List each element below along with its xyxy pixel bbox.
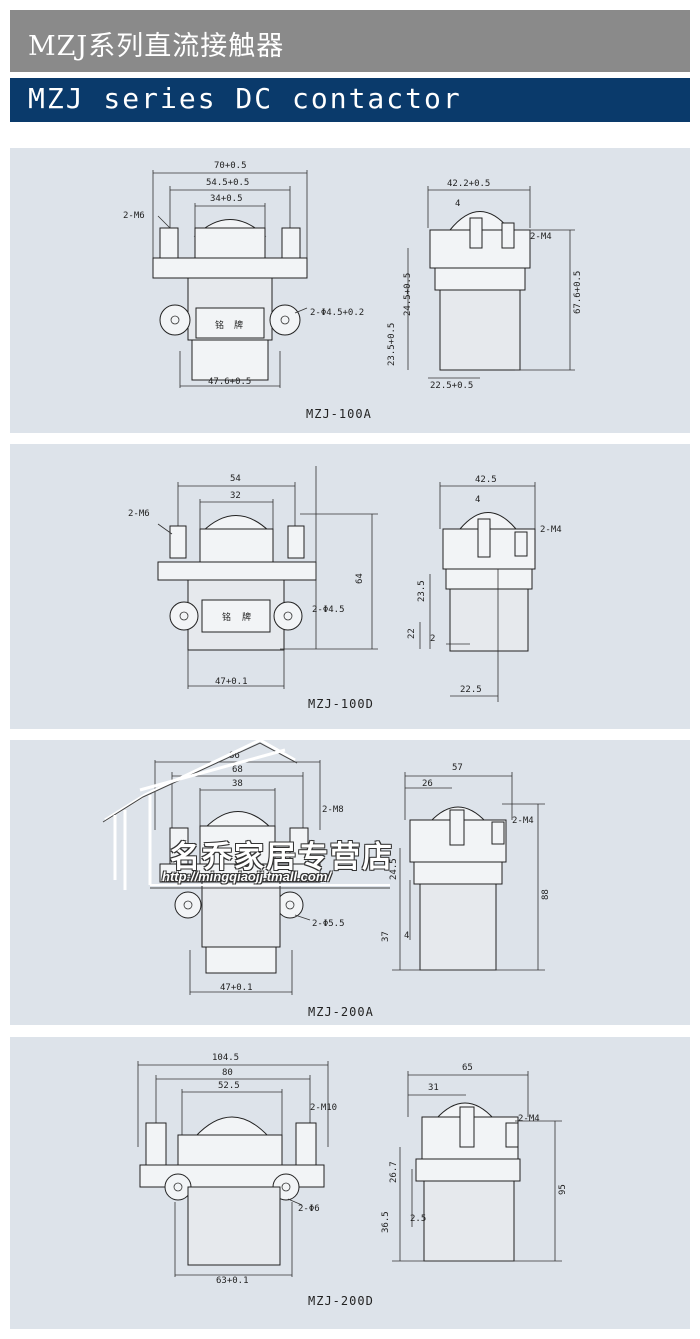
model-caption: MZJ-200D	[308, 1294, 374, 1308]
dim-label: 54.5+0.5	[206, 178, 249, 188]
side-view: 42.5 4 2-M4 23.5 22 2 22.5	[407, 475, 562, 702]
title-chinese: MZJ系列直流接触器	[28, 31, 285, 62]
dim-label: 4	[475, 495, 480, 505]
dim-label: 2-Φ4.5+0.2	[310, 308, 364, 318]
dim-label: 42.2+0.5	[447, 179, 490, 189]
side-view	[392, 1071, 562, 1262]
dim-label: 65	[462, 1063, 473, 1073]
dim-label: 52.5	[218, 1081, 240, 1091]
side-view: 42.2+0.5 4 2-M4 24.5+0.5 67.6+0.5 23.5+0…	[387, 179, 583, 391]
dim-label: 86	[229, 751, 240, 761]
nameplate-label: 牌	[234, 319, 243, 331]
dim-label: 26.7	[389, 1161, 399, 1183]
dim-label: 47+0.1	[220, 983, 253, 993]
diagram-mzj-200d: 104.5 80 52.5 2-M10 2-Φ6 63+0.1 65 31 2-…	[137, 1053, 568, 1308]
nameplate-label: 铭	[222, 611, 231, 623]
dim-label: 2.5	[410, 1214, 426, 1224]
dim-label: 54	[230, 474, 241, 484]
dim-label: 2-M6	[123, 211, 145, 221]
dim-label: 38	[232, 779, 243, 789]
dim-label: 64	[355, 573, 365, 584]
front-view: 54 32 2-M6 64 2-Φ4.5 铭 牌 47+0.1	[128, 466, 378, 689]
dim-label: 67.6+0.5	[573, 271, 583, 314]
dim-label: 4	[455, 199, 460, 209]
dim-label: 32	[230, 491, 241, 501]
front-view: 86 68 38 2-M8 2-Φ5.5 47+0.1 57 26 2-M4 2…	[154, 751, 551, 995]
dim-label: 2	[430, 634, 435, 644]
dim-label: 31	[428, 1083, 439, 1093]
dim-label: 47+0.1	[215, 677, 248, 687]
dim-label: 2-M4	[512, 816, 534, 826]
diagram-panel-mzj-200d: 104.5 80 52.5 2-M10 2-Φ6 63+0.1 65 31 2-…	[10, 1037, 690, 1329]
dim-label: 57	[452, 763, 463, 773]
dim-label: 34+0.5	[210, 194, 243, 204]
dim-label: 26	[422, 779, 433, 789]
dim-label: 2-M4	[540, 525, 562, 535]
dim-label: 4	[404, 931, 409, 941]
title-bar-chinese: MZJ系列直流接触器	[10, 10, 690, 72]
dim-label: 95	[558, 1184, 568, 1195]
dim-label: 2-M6	[128, 509, 150, 519]
dim-label: 36.5	[381, 1211, 391, 1233]
watermark-url: http://mingqiaojj.tmall.com/	[162, 869, 331, 884]
title-bar-english: MZJ series DC contactor	[10, 78, 690, 122]
nameplate-label: 铭	[215, 319, 224, 331]
dim-label: 2-Φ5.5	[312, 919, 345, 929]
dim-label: 2-M4	[530, 232, 552, 242]
dim-label: 23.5+0.5	[387, 323, 397, 366]
dim-label: 68	[232, 765, 243, 775]
dim-label: 88	[541, 889, 551, 900]
dim-label: 24.5	[389, 858, 399, 880]
dim-label: 63+0.1	[216, 1276, 249, 1286]
diagram-mzj-100a: 70+0.5 54.5+0.5 34+0.5 2-M6 2-Φ4.5+0.2 铭…	[123, 161, 583, 421]
dim-label: 22.5+0.5	[430, 381, 473, 391]
dim-label: 2-M8	[322, 805, 344, 815]
dim-label: 37	[381, 931, 391, 942]
dim-label: 80	[222, 1068, 233, 1078]
dim-label: 2-Φ4.5	[312, 605, 345, 615]
dim-label: 23.5	[417, 580, 427, 602]
watermark-shop-name: 名乔家居专营店	[170, 841, 394, 874]
diagram-panel-mzj-100d: 54 32 2-M6 64 2-Φ4.5 铭 牌 47+0.1 42.5 4	[10, 444, 690, 729]
dim-label: 2-M4	[518, 1114, 540, 1124]
model-caption: MZJ-200A	[308, 1005, 374, 1019]
dim-label: 24.5+0.5	[403, 273, 413, 316]
front-view	[137, 1061, 329, 1277]
diagram-panel-mzj-200a: 86 68 38 2-M8 2-Φ5.5 47+0.1 57 26 2-M4 2…	[10, 740, 690, 1025]
dim-label: 22.5	[460, 685, 482, 695]
dim-label: 42.5	[475, 475, 497, 485]
diagram-panel-mzj-100a: 70+0.5 54.5+0.5 34+0.5 2-M6 2-Φ4.5+0.2 铭…	[10, 148, 690, 433]
diagram-mzj-100d: 54 32 2-M6 64 2-Φ4.5 铭 牌 47+0.1 42.5 4	[128, 466, 562, 711]
nameplate-label: 牌	[242, 611, 251, 623]
diagram-mzj-200a: 86 68 38 2-M8 2-Φ5.5 47+0.1 57 26 2-M4 2…	[102, 740, 551, 1019]
dim-label: 104.5	[212, 1053, 239, 1063]
front-view: 70+0.5 54.5+0.5 34+0.5 2-M6 2-Φ4.5+0.2 铭…	[123, 161, 364, 388]
dim-label: 2-M10	[310, 1103, 337, 1113]
dim-label: 47.6+0.5	[208, 377, 251, 387]
dim-label: 2-Φ6	[298, 1204, 320, 1214]
dim-label: 70+0.5	[214, 161, 247, 171]
watermark-logo	[102, 740, 390, 890]
dim-label: 22	[407, 628, 417, 639]
title-english: MZJ series DC contactor	[28, 82, 462, 115]
model-caption: MZJ-100D	[308, 697, 374, 711]
model-caption: MZJ-100A	[306, 407, 372, 421]
